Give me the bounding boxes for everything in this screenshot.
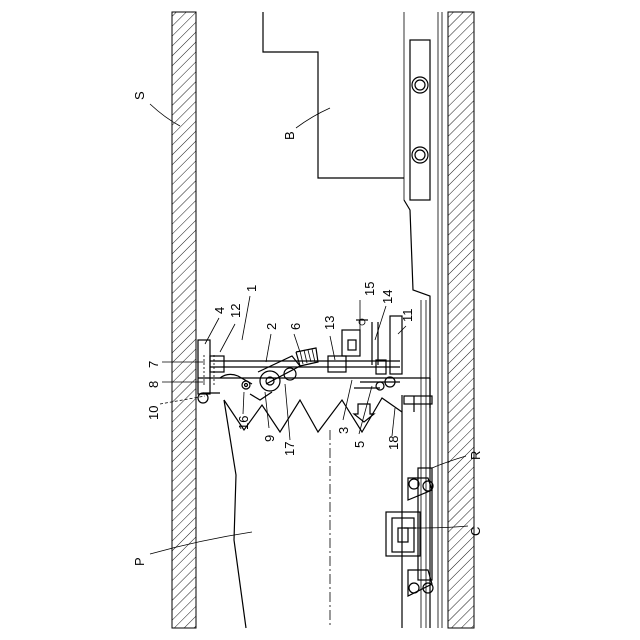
label-b: B: [282, 131, 297, 140]
label-5: 5: [352, 441, 367, 448]
label-2: 2: [264, 323, 279, 330]
label-p: P: [132, 557, 147, 566]
label-6: 6: [288, 323, 303, 330]
leader-lines: [150, 104, 468, 554]
label-14: 14: [380, 290, 395, 304]
label-10: 10: [146, 406, 161, 420]
label-s: S: [132, 91, 147, 100]
label-1: 1: [244, 285, 259, 292]
down-arrow: [354, 404, 374, 422]
label-r: R: [468, 451, 483, 460]
label-18: 18: [386, 436, 401, 450]
block-b: [263, 12, 404, 178]
label-12: 12: [228, 304, 243, 318]
column-11: [390, 316, 402, 374]
label-c: C: [468, 527, 483, 536]
label-3: 3: [336, 427, 351, 434]
label-4: 4: [212, 307, 227, 314]
label-11: 11: [400, 309, 415, 323]
label-16: 16: [236, 416, 251, 430]
label-9: 9: [262, 435, 277, 442]
label-8: 8: [146, 381, 161, 388]
label-15: 15: [362, 282, 377, 296]
label-17: 17: [282, 442, 297, 456]
upper-rail-carriage: [410, 40, 430, 200]
label-7: 7: [146, 361, 161, 368]
upper-wall: [172, 12, 196, 628]
label-13: 13: [322, 316, 337, 330]
